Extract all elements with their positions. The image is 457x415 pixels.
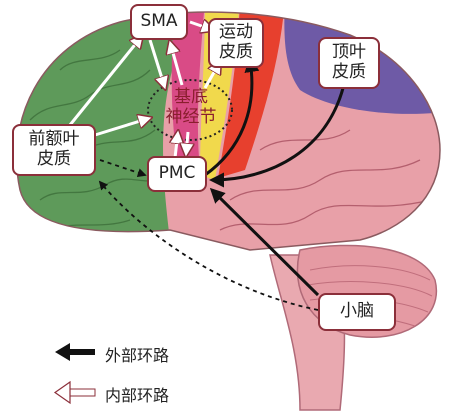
motor-cortex-label: 运动 皮质: [208, 18, 264, 68]
arrow-prefrontal-to-basal: [94, 118, 150, 137]
arrow-basal-to-sma: [170, 42, 184, 86]
arrow-parietal-to-pmc: [209, 79, 347, 188]
cerebellum-label: 小脑: [318, 293, 396, 331]
legend-external-label: 外部环路: [105, 346, 170, 365]
legend-internal-arrow: [53, 380, 96, 405]
arrow-prefrontal-to-sma: [68, 36, 142, 126]
prefrontal-cortex-label: 前额叶 皮质: [12, 124, 96, 176]
arrow-pmc-to-motor: [204, 57, 260, 177]
basal-ganglia-outline: [147, 79, 233, 141]
sma-label: SMA: [130, 4, 188, 40]
pmc-label: PMC: [147, 156, 207, 192]
legend-internal-label: 内部环路: [105, 386, 170, 405]
legend-external-arrow: [55, 343, 95, 361]
arrow-cerebellum-to-pmc: [209, 187, 320, 297]
parietal-cortex-label: 顶叶 皮质: [318, 37, 380, 89]
arrow-pmc-to-basal: [175, 132, 178, 159]
basal-ganglia-label: 基底 神经节: [165, 87, 217, 127]
arrow-basal-to-pmc: [186, 131, 188, 155]
arrow-sma-to-basal: [148, 39, 165, 88]
